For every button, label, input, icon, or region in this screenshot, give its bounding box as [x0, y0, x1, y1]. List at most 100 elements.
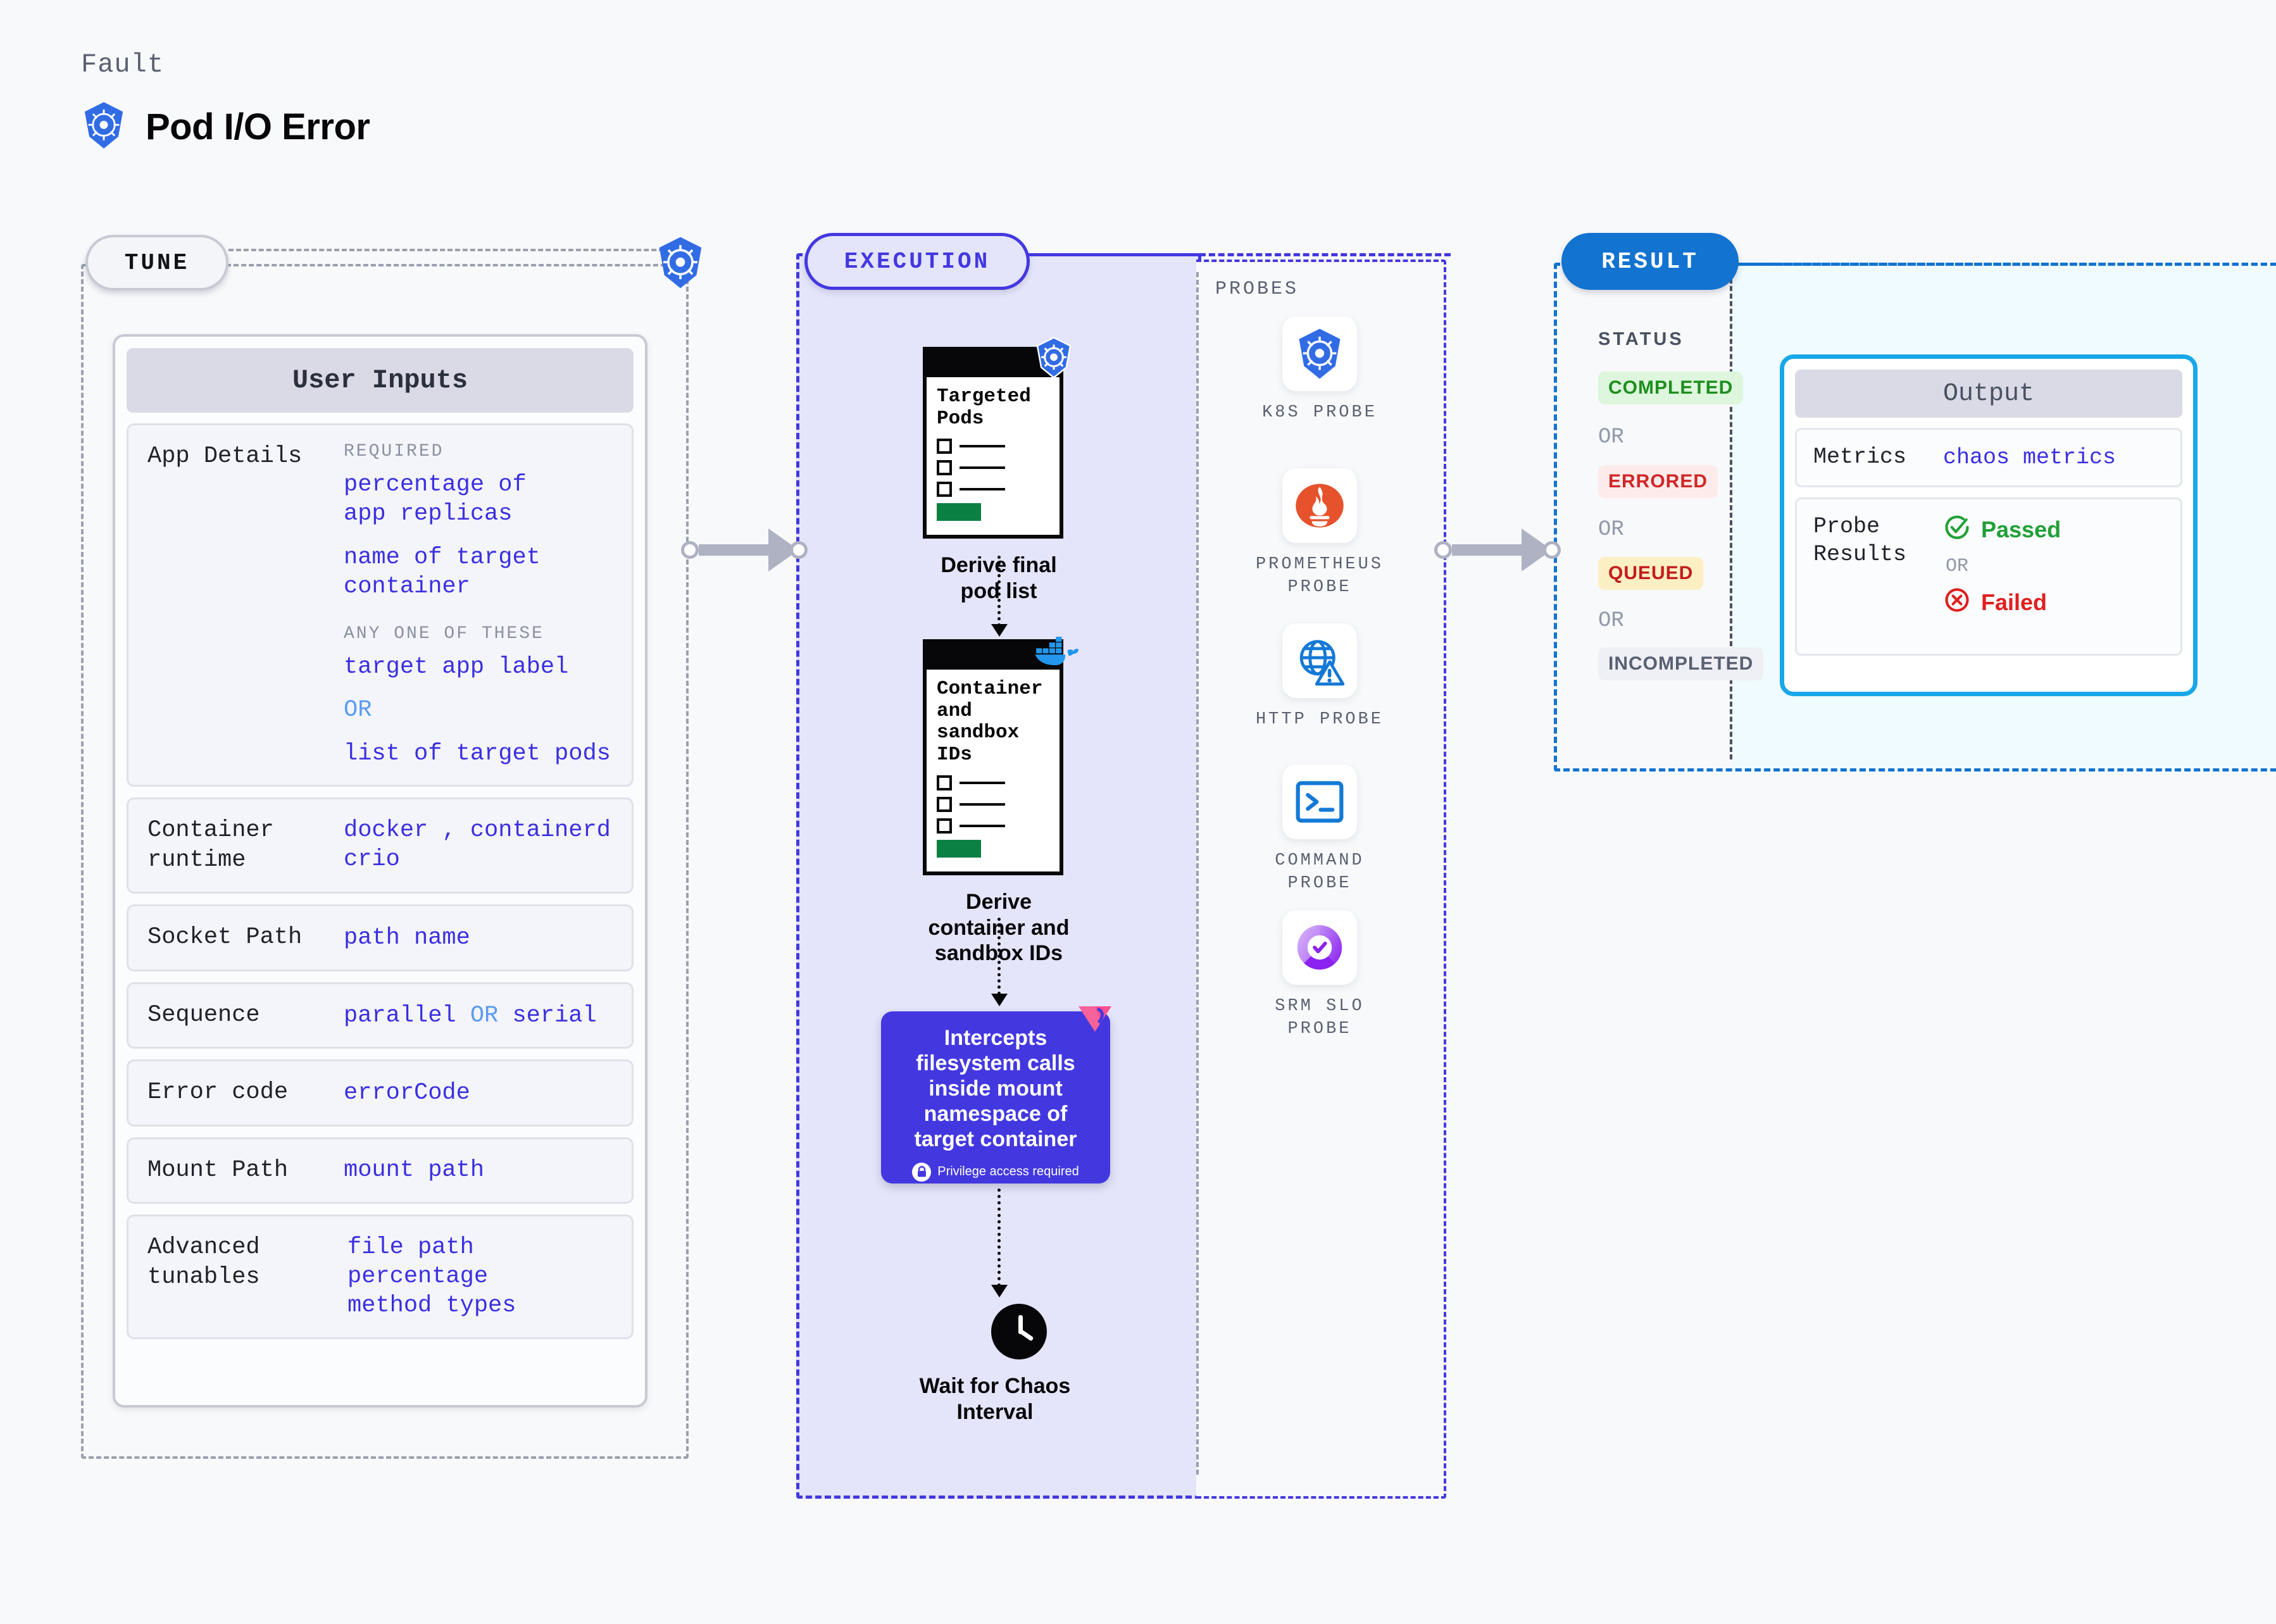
probe-srm-slo[interactable]: SRM SLO PROBE — [1237, 910, 1402, 1041]
container-sandbox-card: Container and sandbox IDs — [923, 637, 1079, 875]
terminal-icon — [1282, 765, 1357, 839]
status-badge-errored: ERRORED — [1598, 465, 1718, 498]
privilege-note: Privilege access required — [891, 1162, 1100, 1182]
status-title: STATUS — [1598, 329, 1684, 349]
checkbox-icon — [937, 818, 952, 834]
http-globe-warning-icon — [1282, 623, 1357, 698]
probe-label: HTTP PROBE — [1255, 710, 1384, 729]
input-value: docker , containerd — [344, 816, 611, 844]
input-row-app-details[interactable]: App Details REQUIRED percentage of app r… — [127, 423, 634, 787]
status-bar — [937, 503, 981, 522]
checkbox-icon — [937, 439, 952, 454]
input-value: list of target pods — [344, 740, 611, 767]
input-row-mount-path[interactable]: Mount Path mount path — [127, 1137, 634, 1204]
connector-tune-to-execution — [681, 528, 808, 572]
input-value: file path — [347, 1234, 474, 1261]
line-rule — [960, 803, 1005, 806]
input-row-advanced-tunables[interactable]: Advanced tunables file path percentage m… — [127, 1214, 634, 1339]
probe-k8s[interactable]: K8S PROBE — [1237, 316, 1402, 424]
clock-icon — [991, 1304, 1047, 1359]
connector-start-dot — [1434, 541, 1452, 559]
input-value: path name — [344, 925, 470, 952]
probe-http[interactable]: HTTP PROBE — [1237, 623, 1402, 731]
output-label: Probe Results — [1813, 513, 1907, 567]
execution-leader-line — [1030, 253, 1451, 256]
output-label: Metrics — [1813, 444, 1907, 470]
connector-start-dot — [681, 541, 699, 559]
probe-prometheus[interactable]: PROMETHEUS PROBE — [1237, 468, 1402, 599]
line-rule — [960, 781, 1005, 784]
status-or: OR — [1598, 518, 1624, 542]
user-inputs-title: User Inputs — [127, 348, 634, 413]
connector-end-dot — [1543, 541, 1561, 559]
result-status-divider — [1730, 278, 1732, 759]
kubernetes-icon — [655, 236, 706, 289]
required-heading: REQUIRED — [344, 442, 444, 461]
stage-pill-tune[interactable]: TUNE — [85, 235, 228, 290]
checkbox-icon — [937, 482, 952, 497]
status-badge-queued: QUEUED — [1598, 557, 1704, 590]
node-caption: Wait for Chaos Interval — [919, 1374, 1071, 1424]
status-or: OR — [1598, 425, 1624, 449]
input-label: Socket Path — [147, 924, 303, 951]
checkbox-icon — [937, 775, 952, 790]
card-title: Container and sandbox IDs — [937, 678, 1043, 766]
probe-result-label: Passed — [1981, 516, 2061, 543]
input-value-or: OR — [344, 697, 372, 724]
probe-result-failed: Failed — [1943, 586, 2061, 620]
output-value: chaos metrics — [1943, 444, 2117, 470]
litmus-icon — [1076, 1003, 1114, 1034]
input-value: percentage of app replicas — [344, 472, 527, 528]
input-label: Error code — [147, 1079, 289, 1106]
input-row-sequence[interactable]: Sequence parallel OR serial — [127, 982, 634, 1049]
input-row-container-runtime[interactable]: Container runtime docker , containerd cr… — [127, 797, 634, 894]
probes-panel-divider — [1196, 272, 1199, 1475]
x-circle-icon — [1943, 586, 1971, 620]
output-row-probe-results: Probe Results Passed OR — [1795, 497, 2182, 656]
flow-arrow-icon — [991, 994, 1008, 1006]
input-value: method types — [347, 1292, 516, 1320]
probe-command[interactable]: COMMAND PROBE — [1237, 765, 1402, 896]
checklist — [937, 775, 1049, 834]
status-bar — [937, 839, 981, 858]
connector-bar — [699, 544, 768, 556]
result-leader-line — [1739, 263, 2276, 266]
output-row-metrics: Metrics chaos metrics — [1795, 428, 2182, 487]
line-rule — [960, 445, 1005, 448]
stage-pill-execution[interactable]: EXECUTION — [804, 233, 1030, 290]
intercept-text: Intercepts filesystem calls inside mount… — [914, 1026, 1077, 1152]
kubernetes-icon — [1034, 336, 1073, 382]
checkbox-icon — [937, 796, 952, 812]
probe-result-or: OR — [1946, 555, 1969, 577]
page-title: Pod I/O Error — [146, 106, 370, 147]
input-value: errorCode — [344, 1079, 470, 1106]
flow-connector — [997, 918, 1001, 995]
status-badge-incompleted: INCOMPLETED — [1598, 647, 1764, 680]
input-value: crio — [344, 846, 400, 873]
output-title: Output — [1795, 370, 2182, 418]
input-label: Sequence — [147, 1001, 260, 1028]
probe-result-passed: Passed — [1943, 513, 2061, 547]
page-kicker: Fault — [81, 49, 165, 80]
stage-pill-result[interactable]: RESULT — [1561, 233, 1739, 290]
intercept-node: Intercepts filesystem calls inside mount… — [881, 1006, 1111, 1184]
page-title-row: Pod I/O Error — [81, 101, 370, 153]
card-body: Container and sandbox IDs — [927, 670, 1060, 871]
kubernetes-icon — [1282, 316, 1357, 391]
input-value: percentage — [347, 1263, 489, 1290]
tune-leader-line — [228, 249, 672, 251]
input-value: mount path — [344, 1157, 485, 1184]
line-rule — [960, 488, 1005, 491]
output-card: Output Metrics chaos metrics Probe Resul… — [1780, 354, 2198, 696]
input-value: name of target container — [344, 544, 541, 600]
input-value: target app label — [344, 654, 569, 680]
flow-connector — [997, 556, 1001, 627]
line-rule — [960, 466, 1005, 470]
input-value: parallel OR serial — [344, 1002, 597, 1029]
connector-probes-to-result — [1434, 528, 1561, 572]
flow-connector — [997, 1189, 1001, 1287]
probe-label: K8S PROBE — [1262, 403, 1377, 422]
input-row-socket-path[interactable]: Socket Path path name — [127, 904, 634, 971]
checklist — [937, 439, 1049, 497]
input-row-error-code[interactable]: Error code errorCode — [127, 1059, 634, 1127]
